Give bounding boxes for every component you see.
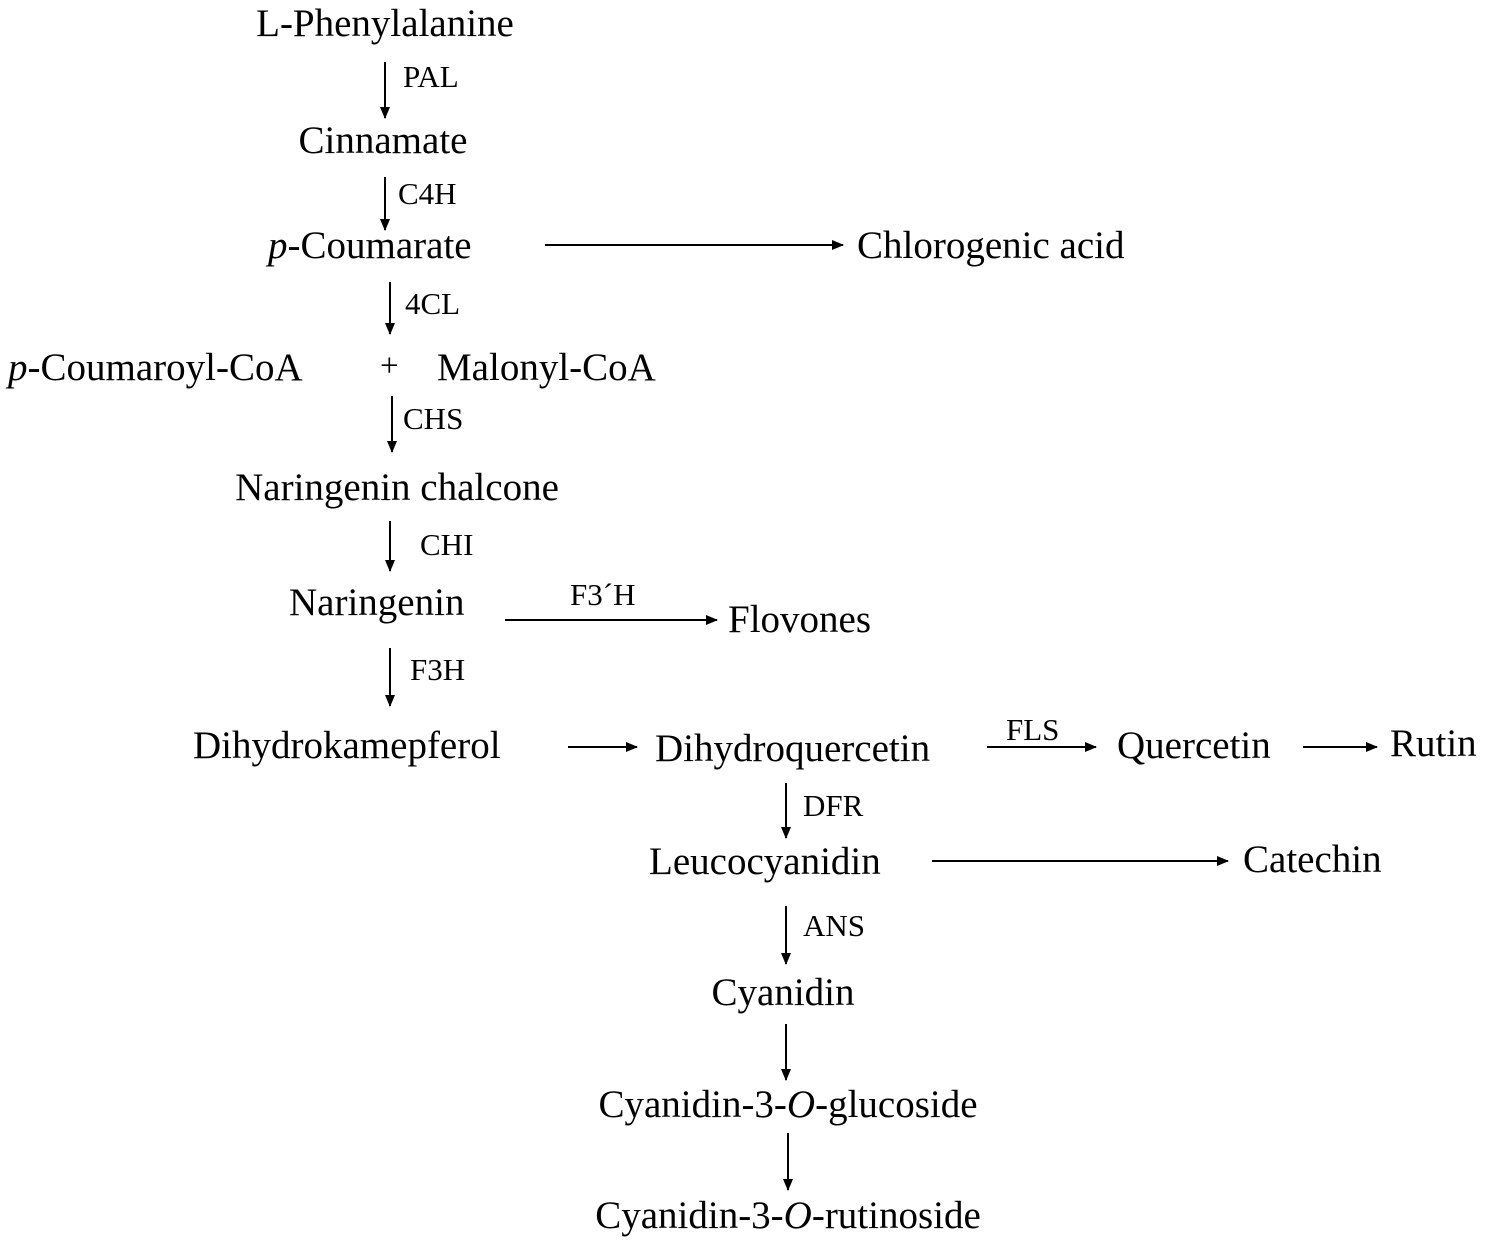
c3r-part-a: Cyanidin-3- <box>595 1194 784 1237</box>
compound-cyanidin-3-o-glucoside: Cyanidin-3-O-glucoside <box>598 1085 977 1124</box>
p-coumarate-rest: -Coumarate <box>287 224 472 267</box>
p-coumaroyl-coa-prefix: p <box>8 346 28 389</box>
compound-p-coumaroyl-coa: p-Coumaroyl-CoA <box>8 348 303 387</box>
enzyme-chi: CHI <box>420 527 474 562</box>
compound-naringenin-chalcone: Naringenin chalcone <box>235 466 559 509</box>
compound-catechin: Catechin <box>1243 838 1382 881</box>
compound-naringenin: Naringenin <box>289 581 465 624</box>
compound-p-coumarate: p-Coumarate <box>268 226 472 265</box>
compound-cyanidin-3-o-rutinoside: Cyanidin-3-O-rutinoside <box>595 1196 981 1235</box>
enzyme-pal: PAL <box>403 59 459 94</box>
compound-quercetin: Quercetin <box>1117 724 1271 767</box>
compound-dihydroquercetin: Dihydroquercetin <box>655 727 931 770</box>
enzyme-fls: FLS <box>1006 712 1060 747</box>
p-coumaroyl-coa-rest: -Coumaroyl-CoA <box>27 346 303 389</box>
compound-cyanidin: Cyanidin <box>711 971 855 1014</box>
c3r-o: O <box>783 1194 812 1237</box>
c3g-o: O <box>786 1083 816 1126</box>
compound-flovones: Flovones <box>728 598 872 641</box>
enzyme-ans: ANS <box>803 908 866 943</box>
compound-chlorogenic-acid: Chlorogenic acid <box>857 224 1125 267</box>
enzyme-f3prime-h: F3´H <box>570 577 636 612</box>
plus-sign: + <box>380 348 399 384</box>
compound-malonyl-coa: Malonyl-CoA <box>437 346 656 389</box>
compound-rutin: Rutin <box>1390 722 1477 765</box>
enzyme-dfr: DFR <box>803 788 864 823</box>
c3g-part-a: Cyanidin-3- <box>598 1083 787 1126</box>
compound-dihydrokaempferol: Dihydrokamepferol <box>193 724 501 767</box>
enzyme-chs: CHS <box>403 401 464 436</box>
c3g-part-b: -glucoside <box>815 1083 978 1126</box>
c3r-part-b: -rutinoside <box>811 1194 981 1237</box>
compound-cinnamate: Cinnamate <box>298 119 468 162</box>
compound-l-phenylalanine: L-Phenylalanine <box>256 2 514 45</box>
compound-leucocyanidin: Leucocyanidin <box>649 840 881 883</box>
p-coumarate-prefix: p <box>268 224 288 267</box>
enzyme-c4h: C4H <box>398 176 457 211</box>
enzyme-4cl: 4CL <box>405 286 461 321</box>
enzyme-f3h: F3H <box>410 652 466 687</box>
